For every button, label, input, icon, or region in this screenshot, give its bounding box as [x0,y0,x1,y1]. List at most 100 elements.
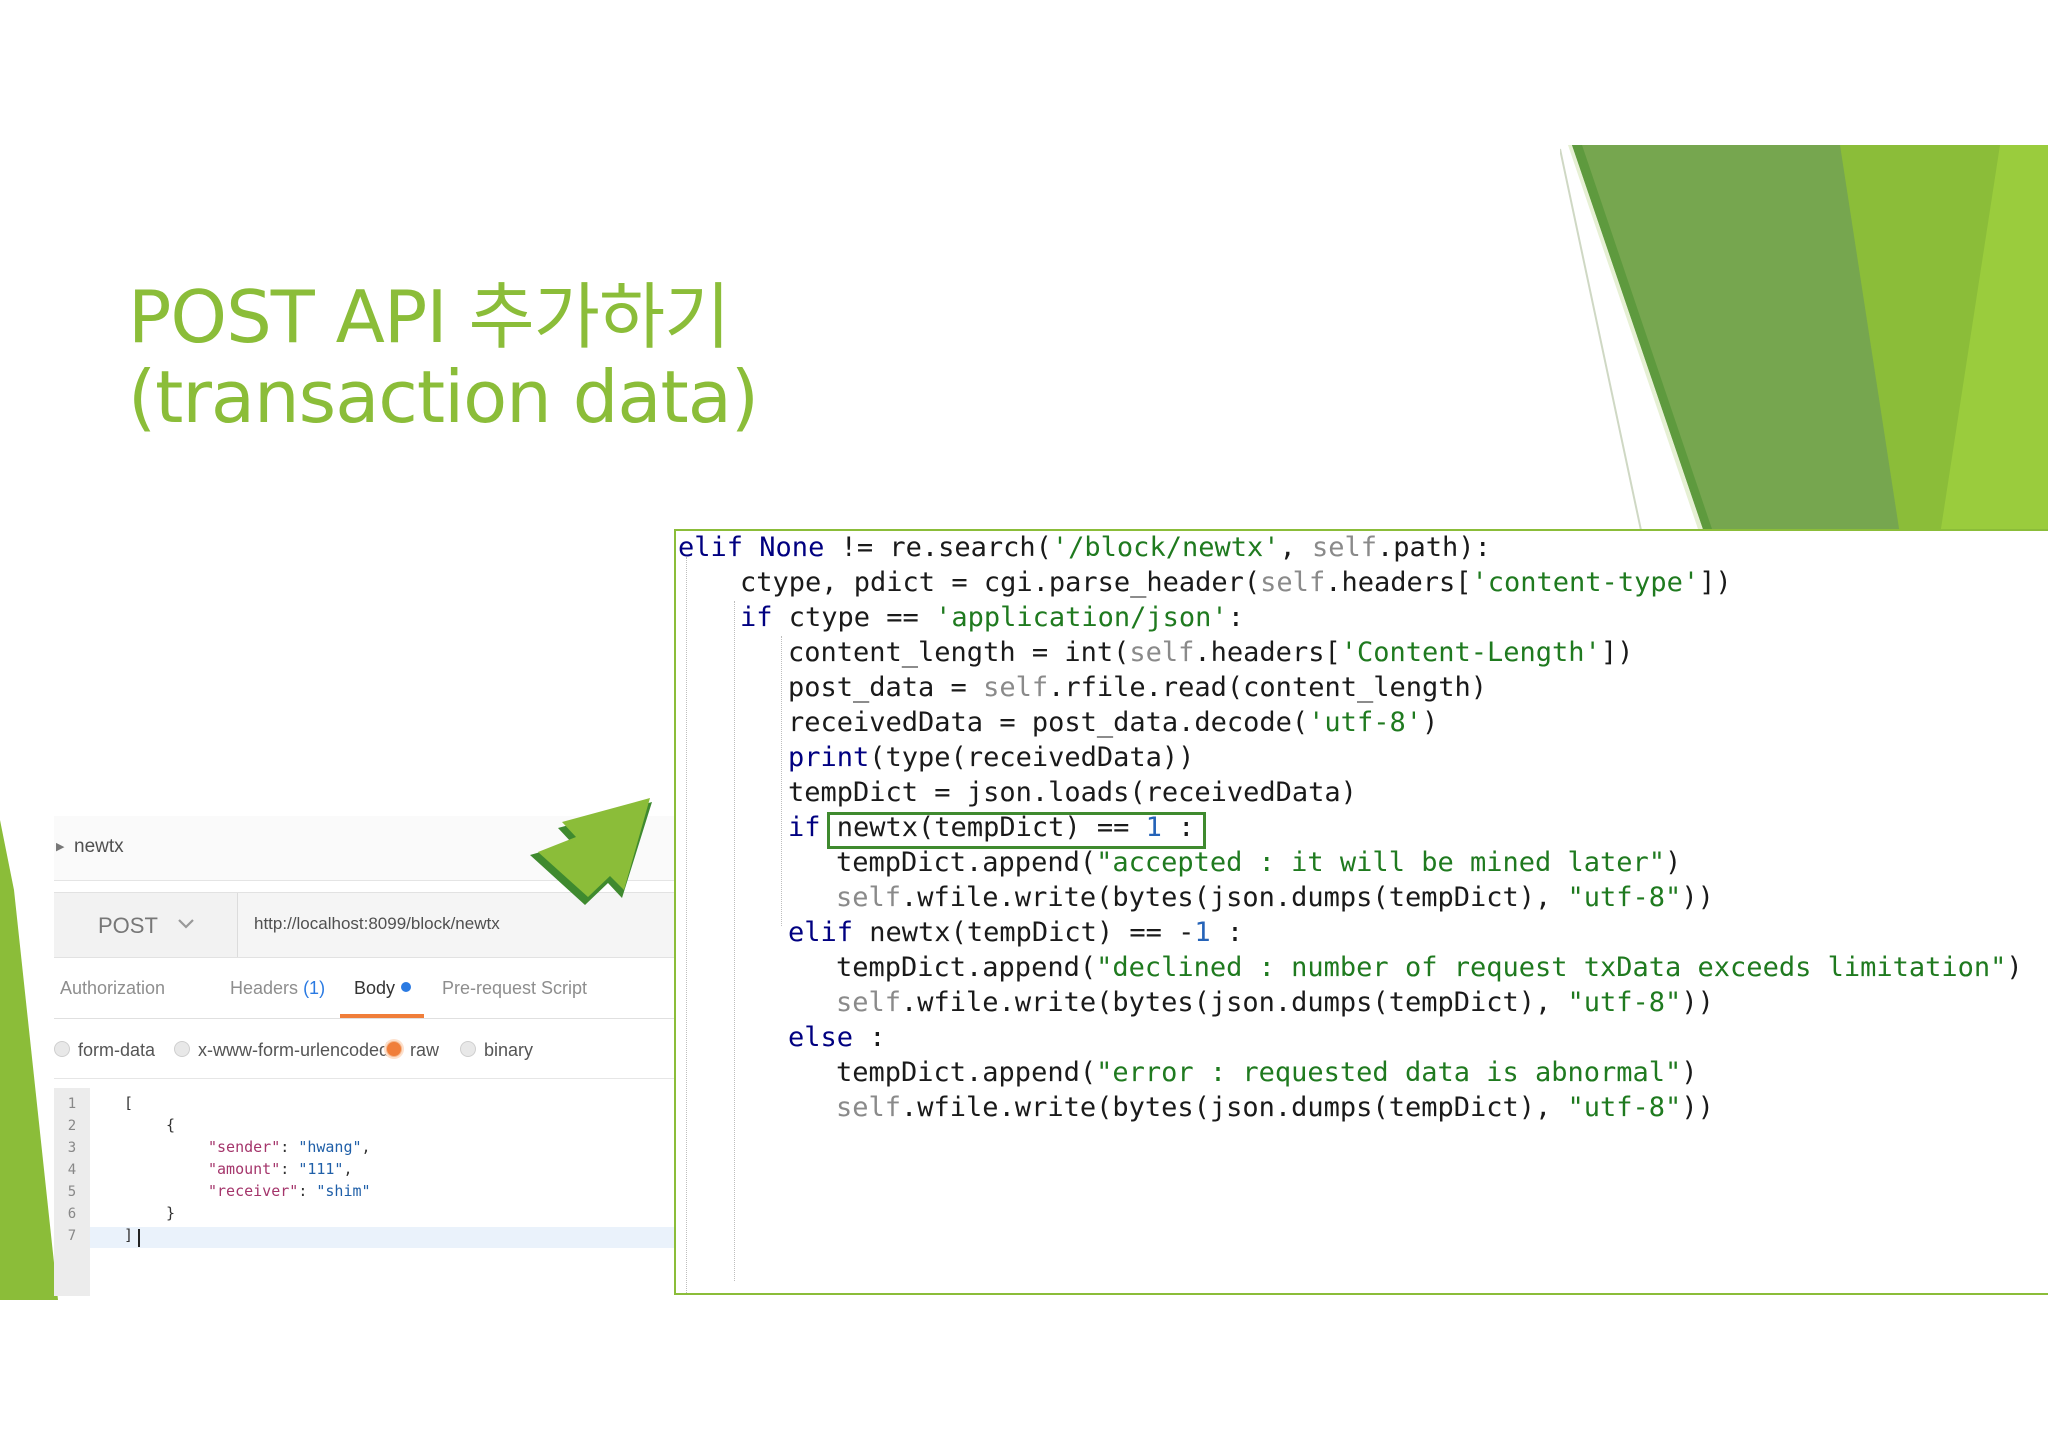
code-text: post_data = [788,672,984,703]
string-literal: 'application/json' [935,602,1228,633]
indent-guide [686,557,687,1293]
keyword: print [788,742,870,773]
self-keyword: self [836,882,902,913]
code-text: )) [1681,1092,1714,1123]
self-keyword: self [1260,567,1326,598]
code-text: )) [1681,882,1714,913]
decorative-green-shapes [1560,145,2048,535]
json-value: "shim" [316,1182,371,1200]
string-literal: 'utf-8' [1308,707,1422,738]
radio-label: x-www-form-urlencoded [198,1040,390,1060]
tab-prerequest-script[interactable]: Pre-request Script [442,978,588,998]
python-code-panel: elif None != re.search('/block/newtx', s… [674,529,2048,1295]
request-name[interactable]: newtx [74,836,124,857]
headers-count-badge: (1) [303,978,326,998]
indent-guide [734,601,735,1281]
code-text: content_length = int( [788,637,1130,668]
code-text: tempDict.append( [836,1057,1097,1088]
code-text: tempDict.append( [836,952,1097,983]
code-line: elif newtx(tempDict) == -1 : [788,916,1243,950]
code-text: ctype == [772,602,936,633]
code-text: : [1161,812,1195,843]
body-editor[interactable]: 1 2 3 4 5 6 7 [ { "sender": "hwang", "am… [54,1088,676,1296]
method-select[interactable]: POST [54,893,238,957]
string-literal: "error : requested data is abnormal" [1096,1057,1682,1088]
tab-body-label: Body [354,978,396,998]
highlight-box [826,812,1207,849]
code-line: tempDict.append("error : requested data … [836,1056,1698,1090]
tab-body[interactable]: Body [354,978,412,999]
code-text: .rfile.read(content_length) [1048,672,1488,703]
code-line: tempDict.append("declined : number of re… [836,951,2023,985]
keyword: if [788,812,821,843]
radio-binary[interactable]: binary [460,1040,533,1061]
string-literal: 'content-type' [1471,567,1700,598]
keyword: if [740,602,773,633]
code-line: tempDict = json.loads(receivedData) [788,776,1357,810]
radio-label: raw [410,1040,440,1060]
code-line: post_data = self.rfile.read(content_leng… [788,671,1487,705]
code-text: tempDict.append( [836,847,1097,878]
line-number-gutter: 1 2 3 4 5 6 7 [54,1088,90,1296]
number-literal: 1 [1145,812,1162,843]
line-number: 3 [67,1140,77,1156]
tab-headers[interactable]: Headers (1) [230,978,325,999]
keyword: else [788,1022,854,1053]
string-literal: "utf-8" [1567,987,1682,1018]
decorative-green-bar [0,820,58,1300]
json-value: "hwang" [298,1138,362,1156]
string-literal: '/block/newtx' [1051,532,1280,563]
radio-circle [460,1041,476,1057]
radio-form-data[interactable]: form-data [54,1040,155,1061]
code-text: .wfile.write(bytes(json.dumps(tempDict), [901,1092,1568,1123]
code-text: newtx(tempDict) == - [853,917,1195,948]
code-text: .path): [1377,532,1491,563]
body-indicator-dot [401,982,412,992]
number-literal: 1 [1194,917,1211,948]
code-text: .headers[ [1194,637,1341,668]
code-line: print(type(receivedData)) [788,741,1194,775]
code-line: [ [124,1094,134,1112]
code-line: self.wfile.write(bytes(json.dumps(tempDi… [836,1091,1714,1125]
tab-authorization[interactable]: Authorization [60,978,166,998]
string-literal: "accepted : it will be mined later" [1096,847,1666,878]
code-line: ctype, pdict = cgi.parse_header(self.hea… [740,566,1732,600]
code-text: : [1227,602,1244,633]
code-text: .wfile.write(bytes(json.dumps(tempDict), [901,987,1568,1018]
code-text: , [1279,532,1312,563]
radio-circle [174,1041,190,1057]
string-literal: 'Content-Length' [1340,637,1601,668]
json-key: "sender" [208,1138,281,1156]
string-literal: "declined : number of request txData exc… [1096,952,2007,983]
url-input[interactable]: http://localhost:8099/block/newtx [238,893,676,957]
chevron-down-icon [178,919,194,929]
indent-guide [781,636,782,926]
code-text: ) [2006,952,2023,983]
self-keyword: self [836,987,902,1018]
code-text: ) [1681,1057,1698,1088]
self-keyword: self [1129,637,1195,668]
slide-subtitle: (transaction data) [128,355,759,439]
code-line: elif None != re.search('/block/newtx', s… [678,531,1491,565]
active-tab-underline [340,1014,424,1018]
code-text: != re.search( [824,532,1052,563]
code-line: } [166,1204,176,1222]
request-tabs: Authorization Headers (1) Body Pre-reque… [54,968,676,1019]
code-text: newtx(tempDict) == [820,812,1146,843]
radio-label: binary [484,1040,534,1060]
code-text: .headers[ [1325,567,1472,598]
active-line-highlight [90,1227,676,1248]
string-literal: "utf-8" [1567,882,1682,913]
radio-raw[interactable]: raw [386,1040,439,1061]
code-line: self.wfile.write(bytes(json.dumps(tempDi… [836,881,1714,915]
keyword: elif [678,532,744,563]
keyword: None [759,532,825,563]
code-line: if newtx(tempDict) == 1 : [788,811,1194,845]
code-line: "amount": "111", [208,1160,353,1178]
radio-label: form-data [78,1040,156,1060]
expand-caret-icon[interactable]: ▶ [56,841,65,853]
code-text: ctype, pdict = cgi.parse_header( [740,567,1261,598]
radio-urlencoded[interactable]: x-www-form-urlencoded [174,1040,389,1061]
url-value: http://localhost:8099/block/newtx [254,914,500,933]
